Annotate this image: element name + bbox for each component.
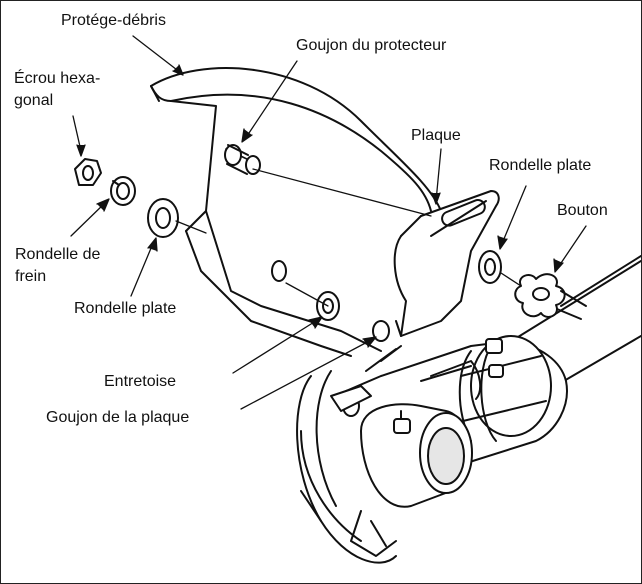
label-knob: Bouton <box>557 202 608 219</box>
trimmer-head-assembly <box>296 335 568 564</box>
knob-part <box>514 273 587 320</box>
label-spacer: Entretoise <box>104 373 177 390</box>
leader-flat-washer-right <box>500 185 527 247</box>
leader-plate <box>435 148 442 202</box>
label-debris-guard: Protége-débris <box>61 12 166 29</box>
leader-guard-stud <box>244 60 298 140</box>
flat-washer-left-part <box>147 198 179 238</box>
leader-knob <box>556 225 587 270</box>
leader-flat-washer-left <box>130 240 155 297</box>
hex-nut-part <box>74 158 102 186</box>
label-plate: Plaque <box>411 127 461 144</box>
debris-guard <box>150 67 442 357</box>
label-hex-nut-line1: Écrou hexa- <box>14 70 101 87</box>
lock-washer-part <box>110 176 136 206</box>
spacer-part <box>316 291 390 342</box>
label-lock-washer-line1: Rondelle de <box>15 246 101 263</box>
label-guard-stud: Goujon du protecteur <box>296 37 447 54</box>
label-flat-washer-right: Rondelle plate <box>489 157 592 174</box>
label-hex-nut-line2: gonal <box>14 92 54 109</box>
leader-spacer <box>232 318 320 374</box>
label-flat-washer-left: Rondelle plate <box>74 300 177 317</box>
label-lock-washer-line2: frein <box>15 268 47 285</box>
flat-washer-right-part <box>478 250 502 284</box>
label-plate-stud: Goujon de la plaque <box>46 409 190 426</box>
alignment-lines <box>175 168 522 307</box>
leader-plate-stud <box>240 338 374 410</box>
mounting-plate <box>393 190 500 337</box>
leader-arrows <box>70 35 587 410</box>
leader-debris-guard <box>132 35 182 74</box>
